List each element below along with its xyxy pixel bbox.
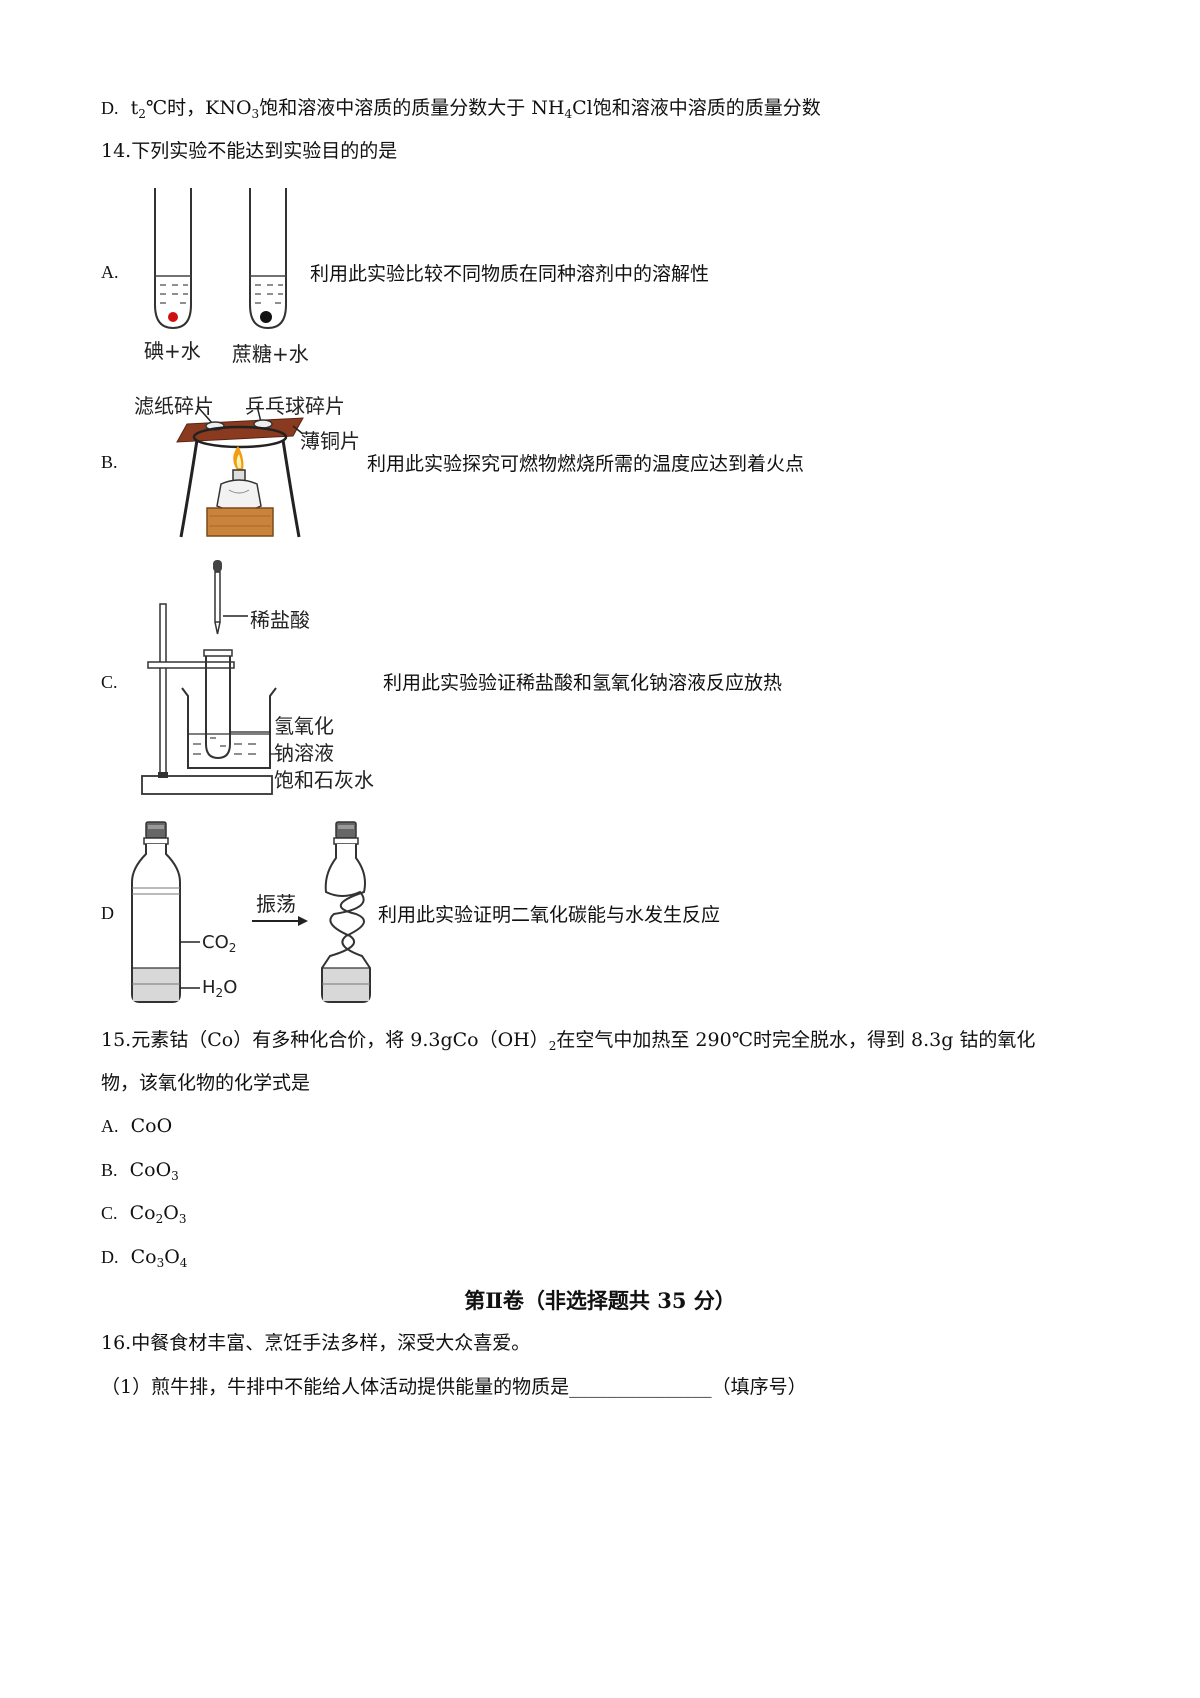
- prev-option-d: D. t2℃时，KNO3饱和溶液中溶质的质量分数大于 NH4Cl饱和溶液中溶质的…: [101, 97, 821, 121]
- option-b-text: 利用此实验探究可燃物燃烧所需的温度应达到着火点: [367, 453, 805, 475]
- question-16-sub1: （1）煎牛排，牛排中不能给人体活动提供能量的物质是_______________…: [101, 1376, 807, 1398]
- label-iodine-water: 碘+水: [144, 339, 201, 363]
- co2-bottle-figure: [131, 821, 371, 1003]
- option-b-letter: B.: [101, 452, 118, 472]
- label-limewater: 饱和石灰水: [274, 768, 374, 792]
- label-copper-sheet: 薄铜片: [300, 429, 360, 453]
- label-pingpong-pieces: 乒乓球碎片: [245, 394, 345, 418]
- q15-option-b: B. CoO3: [101, 1159, 179, 1183]
- question-16-title: 16.中餐食材丰富、烹饪手法多样，深受大众喜爱。: [101, 1332, 531, 1354]
- test-tubes-figure: [154, 188, 287, 330]
- section-2-title: 第Ⅱ卷（非选择题共 35 分）: [464, 1288, 736, 1313]
- option-a-letter: A.: [101, 262, 119, 282]
- option-d-letter: D: [101, 903, 114, 923]
- tripod-burner-figure: [176, 405, 304, 538]
- q15-option-d: D. Co3O4: [101, 1246, 188, 1270]
- option-d-text: 利用此实验证明二氧化碳能与水发生反应: [378, 904, 721, 926]
- label-filter-paper: 滤纸碎片: [134, 394, 214, 418]
- option-c-text: 利用此实验验证稀盐酸和氢氧化钠溶液反应放热: [383, 672, 783, 694]
- question-15-line1: 15.元素钴（Co）有多种化合价，将 9.3gCo（OH）2在空气中加热至 29…: [101, 1029, 1036, 1053]
- q15-option-c: C. Co2O3: [101, 1202, 187, 1226]
- option-letter: D.: [101, 98, 119, 118]
- answer-blank[interactable]: _______________: [569, 1376, 712, 1398]
- label-dilute-hcl: 稀盐酸: [250, 608, 310, 632]
- label-naoh-1: 氢氧化: [274, 714, 334, 738]
- q15-option-a: A. CoO: [101, 1115, 173, 1137]
- option-c-letter: C.: [101, 672, 118, 692]
- question-15-line2: 物，该氧化物的化学式是: [101, 1072, 311, 1094]
- label-h2o: H2O: [202, 977, 238, 1000]
- question-14-title: 14.下列实验不能达到实验目的的是: [101, 140, 398, 162]
- label-naoh-2: 钠溶液: [274, 741, 334, 765]
- label-sucrose-water: 蔗糖+水: [232, 342, 309, 366]
- label-shake: 振荡: [256, 892, 296, 916]
- iron-stand-beaker-figure: [141, 560, 277, 795]
- label-co2: CO2: [202, 932, 237, 955]
- option-a-text: 利用此实验比较不同物质在同种溶剂中的溶解性: [310, 263, 710, 285]
